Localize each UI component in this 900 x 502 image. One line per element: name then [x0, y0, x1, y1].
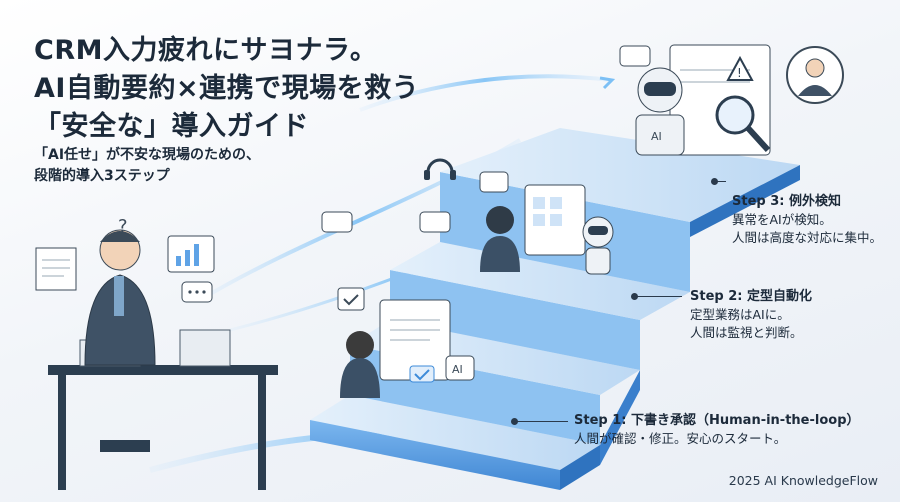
subtitle-line-1: 「AI任せ」が不安な現場のための、	[34, 147, 261, 163]
headset-icon	[424, 158, 456, 180]
step2-scene	[480, 184, 614, 275]
step1-heading: Step 1: 下書き承認（Human-in-the-loop）	[574, 413, 860, 428]
question-icon: ?	[118, 216, 128, 237]
tired-worker-scene	[35, 229, 278, 490]
step2-label: Step 2: 定型自動化 定型業務はAIに。 人間は監視と判断。	[690, 288, 812, 342]
check-icon	[414, 369, 430, 381]
user-avatar-icon	[786, 46, 844, 104]
title-line-3: 「安全な」導入ガイド	[34, 111, 309, 142]
subtitle-line-2: 段階的導入3ステップ	[34, 168, 170, 184]
step2-heading: Step 2: 定型自動化	[690, 289, 812, 304]
step3-leader	[711, 178, 726, 185]
ai-badge-step3: AI	[651, 130, 662, 143]
step3-desc-1: 異常をAIが検知。	[732, 212, 832, 227]
warning-icon: !	[726, 55, 754, 81]
svg-text:?: ?	[118, 216, 128, 237]
step3-heading: Step 3: 例外検知	[732, 194, 841, 209]
check-bubble-icon	[337, 287, 365, 311]
title-line-2: AI自動要約×連携で現場を救う	[34, 73, 420, 104]
magnifier-icon	[715, 95, 771, 153]
step2-leader	[631, 293, 682, 300]
footer-credit: 2025 AI KnowledgeFlow	[728, 473, 878, 488]
robot-icon	[582, 216, 614, 275]
robot-icon-2: AI	[635, 67, 685, 156]
stream-arrow-icon	[599, 76, 616, 90]
svg-text:!: !	[737, 66, 742, 80]
bar-chart-icon	[167, 235, 215, 273]
step1-scene: AI	[340, 299, 475, 398]
step3-scene: AI !	[635, 44, 771, 156]
chat-bubble-icon	[181, 281, 213, 303]
step2-desc-2: 人間は監視と判断。	[690, 325, 803, 340]
main-title: CRM入力疲れにサヨナラ。 AI自動要約×連携で現場を救う 「安全な」導入ガイド	[34, 32, 454, 146]
step1-desc: 人間が確認・修正。安心のスタート。	[574, 431, 787, 446]
ai-badge-step1: AI	[452, 363, 463, 376]
step3-desc-2: 人間は高度な対応に集中。	[732, 230, 883, 245]
chat-bubble-icon-2	[321, 171, 509, 233]
step3-label: Step 3: 例外検知 異常をAIが検知。 人間は高度な対応に集中。	[732, 193, 882, 247]
subtitle: 「AI任せ」が不安な現場のための、 段階的導入3ステップ	[34, 145, 394, 187]
chat-bubble-icon-3	[619, 45, 651, 67]
step1-leader	[511, 418, 568, 425]
title-line-1: CRM入力疲れにサヨナラ。	[34, 35, 378, 66]
step1-label: Step 1: 下書き承認（Human-in-the-loop） 人間が確認・修…	[574, 412, 860, 448]
step2-desc-1: 定型業務はAIに。	[690, 307, 790, 322]
